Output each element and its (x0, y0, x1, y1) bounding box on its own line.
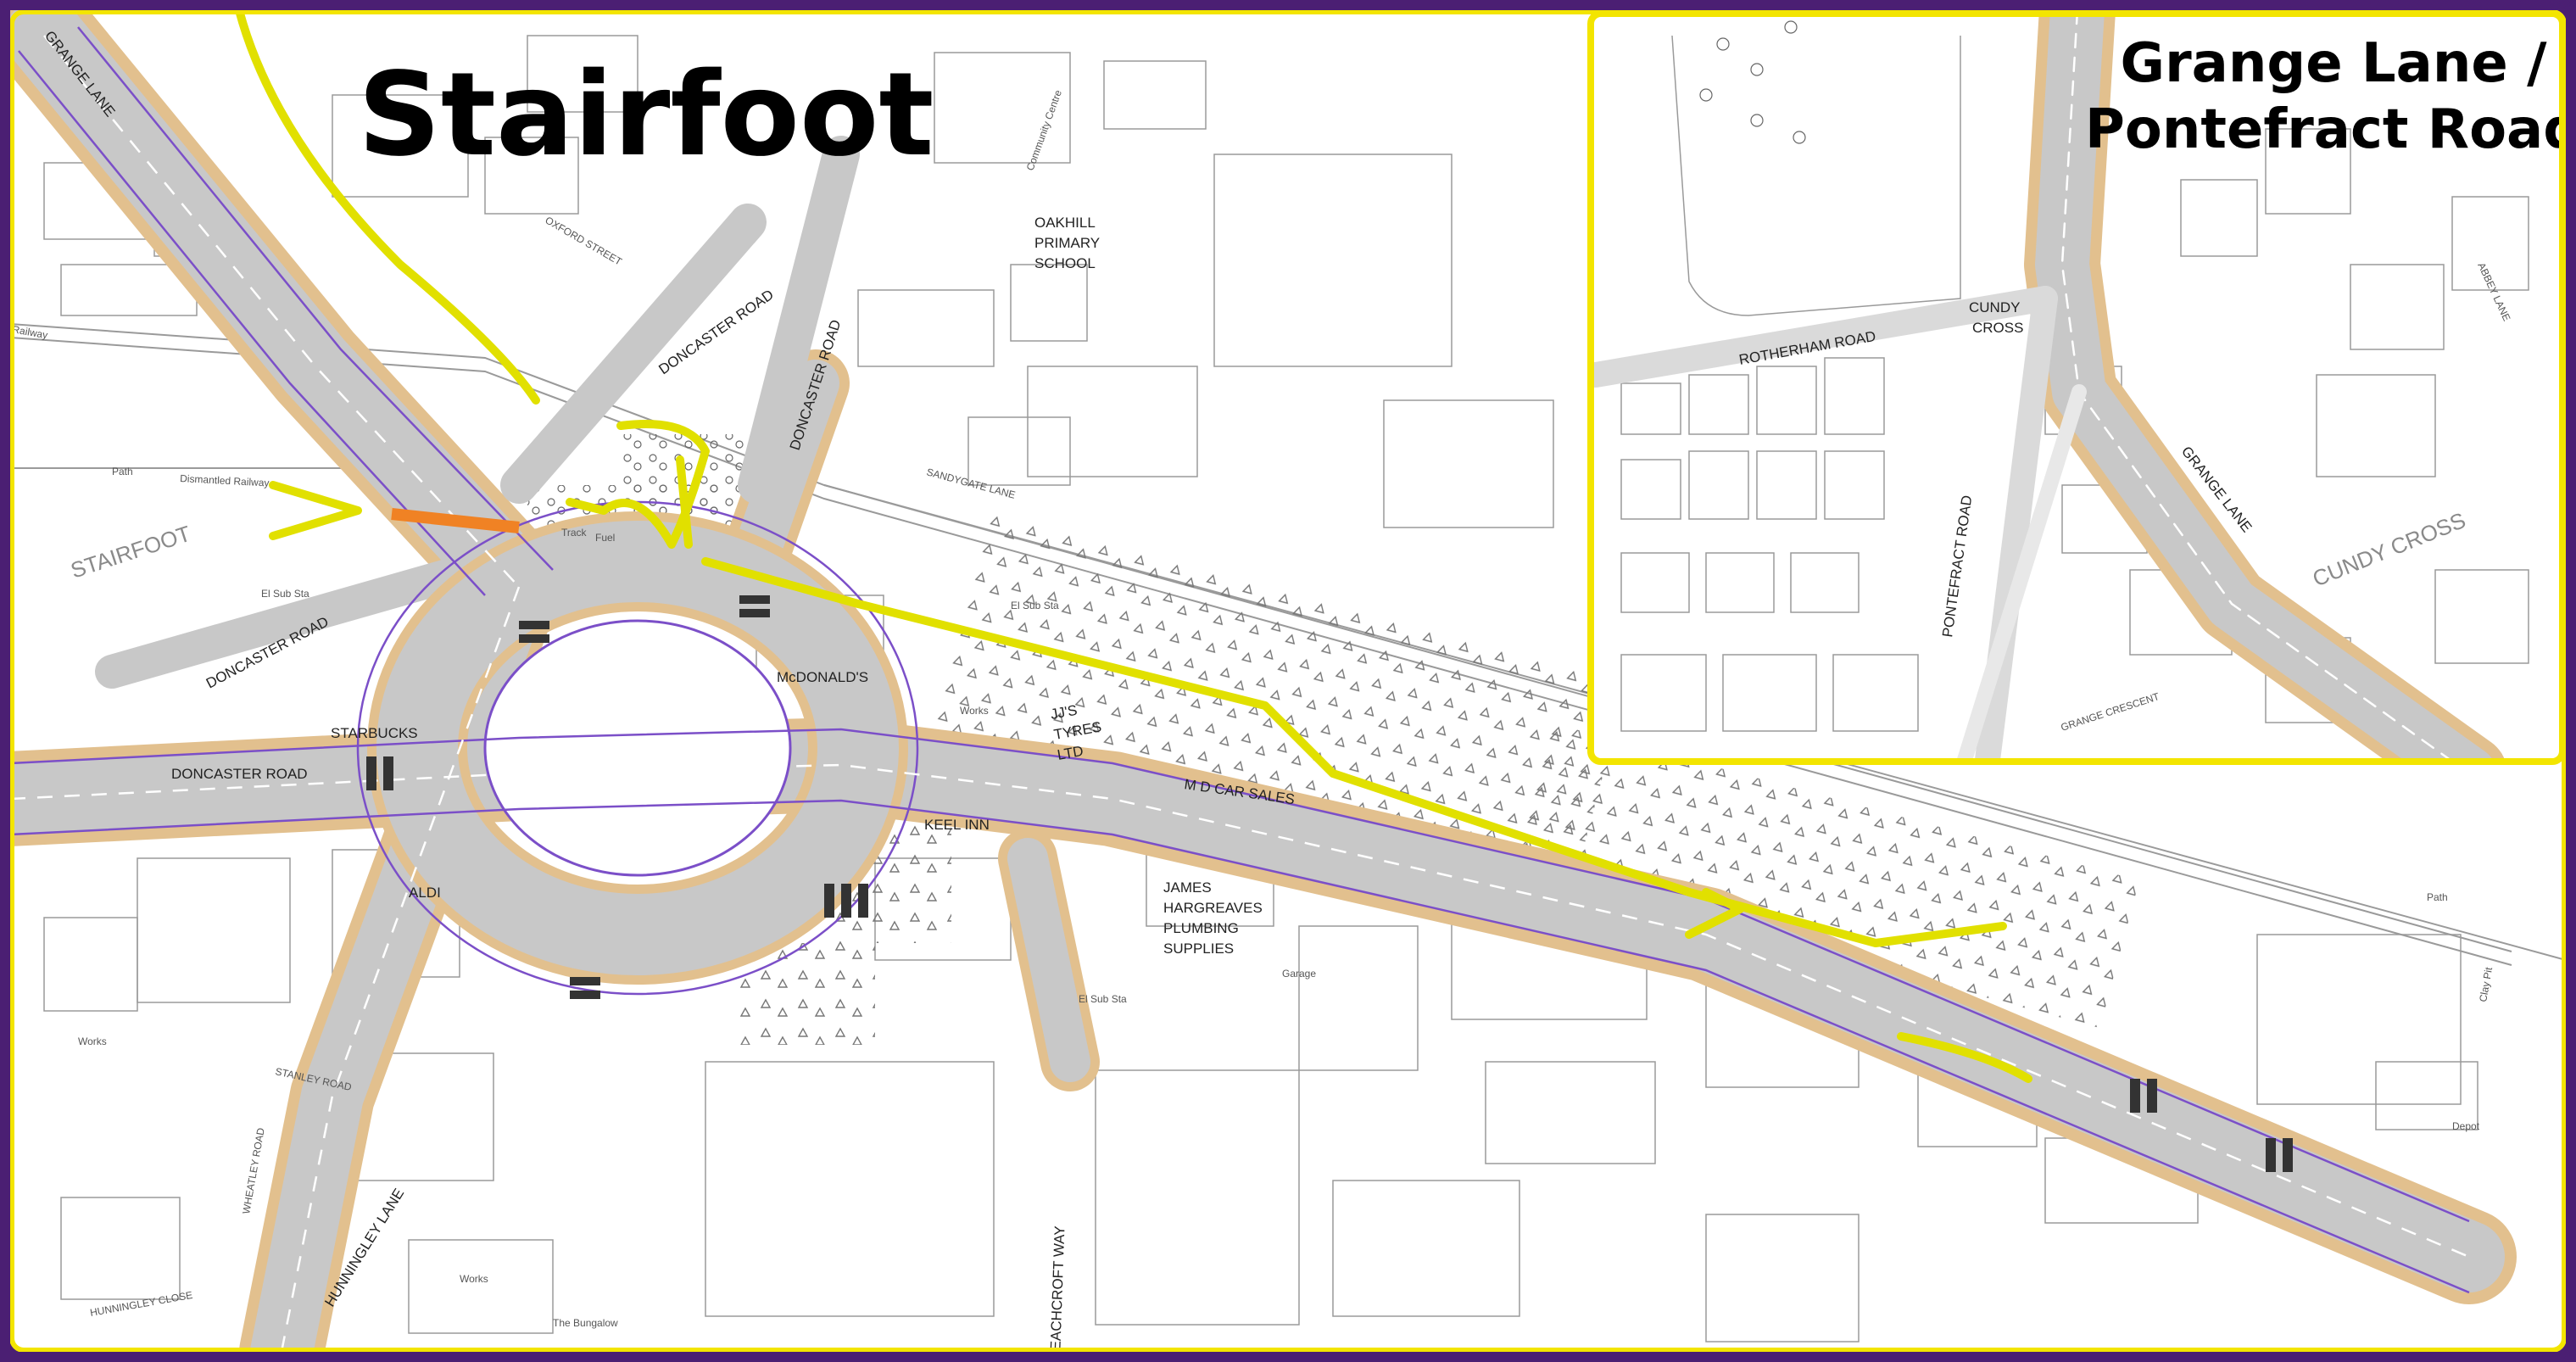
label-keel-inn: KEEL INN (924, 817, 990, 833)
crossings (366, 595, 2293, 1172)
inset-buildings (1620, 35, 2529, 732)
label-bungalow: The Bungalow (553, 1317, 618, 1329)
inset-trees (1699, 20, 1806, 144)
label-mcdonalds: McDONALD'S (777, 669, 868, 685)
inset-map: ROTHERHAM ROAD CUNDY CROSS GRANGE LANE P… (1587, 10, 2566, 765)
roundabout-island (483, 619, 792, 877)
orange-segment (391, 508, 520, 533)
label-james-4: SUPPLIES (1163, 941, 1234, 957)
label-dismantled-railway: Dismantled Railway (180, 472, 270, 488)
inset-label-cundy-cross-2: CROSS (1972, 320, 2023, 336)
roundabout-carriageway (376, 521, 899, 975)
label-works-3: Works (460, 1273, 488, 1285)
label-doncaster-road-4: DONCASTER ROAD (171, 766, 308, 782)
inset-label-cundy-cross-1: CUNDY (1969, 299, 2020, 315)
label-fuel: Fuel (595, 532, 615, 544)
label-works-1: Works (960, 705, 989, 717)
label-oakhill-2: PRIMARY (1034, 235, 1100, 251)
label-james-1: JAMES (1163, 879, 1212, 896)
label-works-2: Works (78, 1035, 107, 1047)
label-garage: Garage (1282, 968, 1316, 980)
label-path-east: Path (2427, 891, 2448, 903)
label-oakhill-3: SCHOOL (1034, 255, 1096, 271)
inset-roads (1587, 10, 2507, 765)
label-oakhill-1: OAKHILL (1034, 215, 1096, 231)
inset-title-line2: Pontefract Road (2085, 98, 2566, 161)
lane-markings (10, 35, 2470, 1352)
inset-title-line1: Grange Lane / (2121, 32, 2548, 95)
tree-area-south (739, 943, 875, 1045)
scheme-map: Stairfoot GRANGE LANE DONCASTER ROAD DON… (10, 10, 2566, 1352)
tree-area-east (1509, 722, 2140, 1029)
label-depot: Depot (2452, 1120, 2480, 1132)
label-james-3: PLUMBING (1163, 920, 1239, 936)
map-title: Stairfoot (358, 48, 934, 182)
road-edge-lines (10, 26, 2470, 1294)
label-aldi: ALDI (409, 885, 441, 901)
label-el-sub-sta-2: El Sub Sta (261, 588, 309, 600)
label-el-sub-sta-3: El Sub Sta (1079, 993, 1127, 1005)
label-starbucks: STARBUCKS (331, 725, 418, 741)
label-el-sub-sta-1: El Sub Sta (1011, 600, 1059, 611)
map-border (10, 10, 2566, 1352)
label-track: Track (561, 527, 588, 539)
label-path: Path (112, 466, 133, 477)
label-james-2: HARGREAVES (1163, 900, 1263, 916)
highlight-routes (235, 10, 2032, 1083)
